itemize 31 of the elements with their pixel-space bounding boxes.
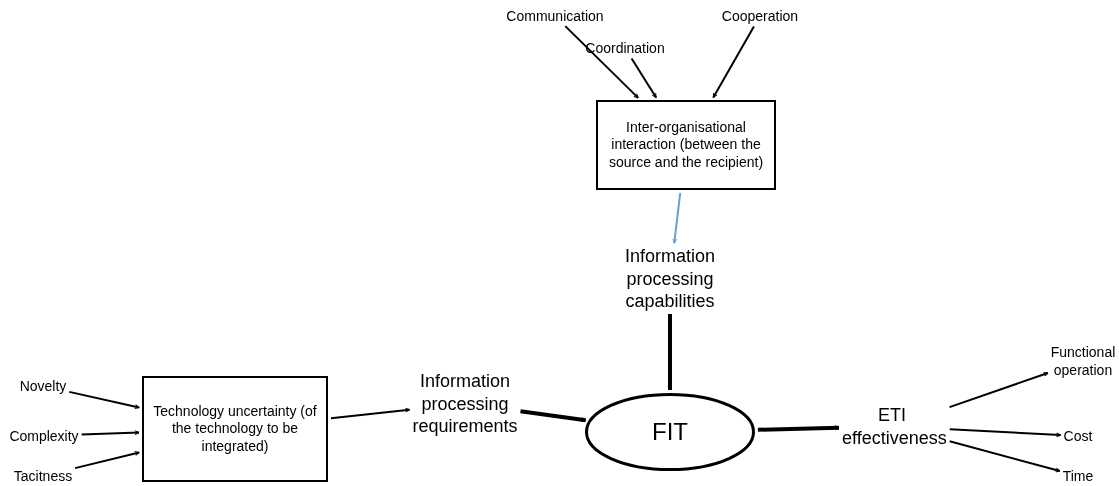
factor-label: Novelty bbox=[19, 378, 67, 394]
node-label: Technology uncertainty (of the technology to be integrated) bbox=[152, 402, 318, 456]
factor-label: Cost bbox=[1063, 428, 1093, 444]
arrow bbox=[330, 407, 411, 420]
factor-label: Functional operation bbox=[1050, 344, 1116, 378]
arrow bbox=[68, 390, 141, 410]
node-label: Inter-organisational interaction (between the source and the recipient) bbox=[607, 118, 765, 172]
arrow bbox=[757, 425, 840, 432]
factor-label: ETI effectiveness bbox=[842, 405, 947, 448]
arrow bbox=[948, 440, 1061, 473]
node-label: FIT bbox=[652, 417, 688, 447]
arrow bbox=[520, 409, 587, 423]
arrow bbox=[667, 314, 673, 391]
factor-label: Information processing requirements bbox=[412, 371, 518, 436]
factor-label: Complexity bbox=[9, 428, 79, 444]
factor-label: Communication bbox=[506, 8, 604, 24]
arrow bbox=[948, 371, 1049, 409]
arrow bbox=[672, 192, 682, 244]
process-box bbox=[142, 376, 328, 482]
arrow bbox=[948, 428, 1062, 438]
factor-label: Information processing capabilities bbox=[624, 246, 715, 311]
factor-label: Cooperation bbox=[721, 8, 799, 24]
arrow bbox=[712, 25, 755, 99]
factor-label: Coordination bbox=[585, 40, 665, 56]
process-box bbox=[596, 100, 776, 190]
arrow bbox=[564, 25, 640, 99]
arrow bbox=[80, 430, 140, 436]
factor-label: Tacitness bbox=[13, 468, 73, 484]
arrow bbox=[74, 451, 141, 470]
arrow bbox=[630, 57, 658, 99]
factor-label: Time bbox=[1062, 468, 1094, 484]
